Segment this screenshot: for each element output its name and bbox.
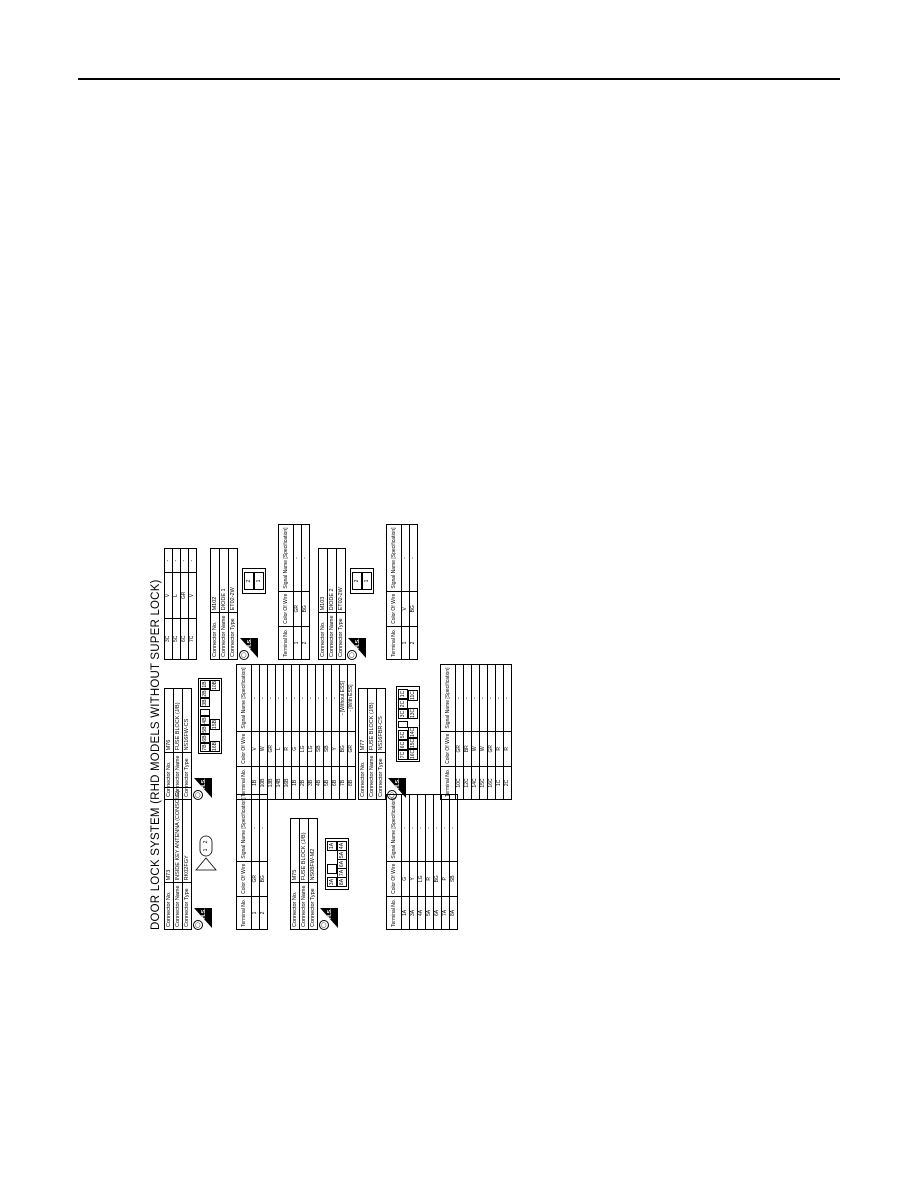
m75-type: NS08FW-M2 (308, 818, 318, 883)
m77-name: FUSE BLOCK (J/B) (367, 688, 377, 753)
hs-icon: ◯ H.S. (192, 906, 212, 930)
m76-type: NS16FW-CS (182, 688, 192, 753)
m103-connector-face: 2 1 (350, 568, 374, 594)
hs-icon: ◯ H.S. (346, 636, 366, 660)
m102-connector-face: 2 1 (242, 568, 266, 594)
m103-type: ET02-2W (336, 548, 346, 613)
m73-pin-2: 2 (203, 840, 209, 844)
rotated-diagram: DOOR LOCK SYSTEM (RHD MODELS WITHOUT SUP… (150, 350, 530, 930)
m77-type: NS16FBR-CS (376, 688, 386, 753)
m73-connector-face: 1 2 (192, 832, 222, 872)
wiring-diagram-sheet: DOOR LOCK SYSTEM (RHD MODELS WITHOUT SUP… (150, 350, 530, 930)
m73-type: RK02FGY (182, 787, 192, 883)
m73-name: INSIDE KEY ANTENNA (CONSOLE) (173, 787, 183, 883)
m102-type: ET02-2W (228, 548, 238, 613)
m102-name: DIODE 1 (219, 548, 229, 613)
m75-no: M75 (290, 818, 300, 883)
m73-no: M73 (164, 787, 174, 883)
hs-icon: ◯ H.S. (238, 636, 258, 660)
header-rule (78, 78, 840, 80)
page-title: DOOR LOCK SYSTEM (RHD MODELS WITHOUT SUP… (150, 579, 162, 930)
m76-connector-face: 7B 6B 5B 4B 3B 2B 1B 16B 15B 10B (198, 678, 222, 754)
m102-no: M102 (210, 548, 220, 613)
m76-name: FUSE BLOCK (J/B) (173, 688, 183, 753)
hs-icon: ◯ H.S. (386, 776, 406, 800)
m77-no: M77 (358, 688, 368, 753)
m103-no: M103 (318, 548, 328, 613)
m73-pin-1: 1 (203, 848, 209, 852)
hs-icon: ◯ H.S. (318, 906, 338, 930)
m103-name: DIODE 2 (327, 548, 337, 613)
m77-connector-face: 7C 6C 5C 3C 2C 1C 16C 15C 14C 13C 11C (396, 686, 420, 762)
m76-no: M76 (164, 688, 174, 753)
m75-name: FUSE BLOCK (J/B) (299, 818, 309, 883)
m75-connector-face: 3A 1A 8A 7A 6A 5A 4A (325, 838, 349, 890)
hs-icon: ◯ H.S. (192, 776, 212, 800)
